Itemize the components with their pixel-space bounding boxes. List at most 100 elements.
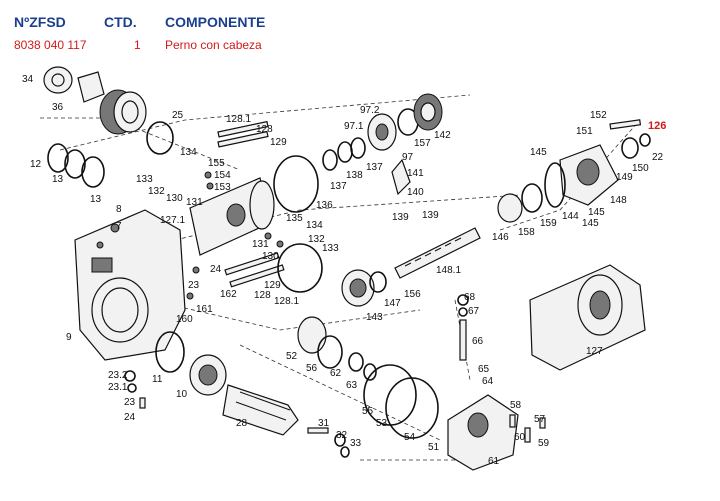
label-148: 148 [610,195,627,206]
part-bearing-52 [297,316,377,381]
label-23-1: 23.1 [108,382,128,393]
label-126-highlighted: 126 [648,120,666,132]
label-23: 23 [188,280,200,291]
label-33: 33 [350,438,362,449]
label-24: 24 [210,264,222,275]
label-127: 127 [586,346,603,357]
part-rings-12-13 [47,143,105,188]
label-161: 161 [196,304,213,315]
label-11: 11 [152,374,163,385]
label-58: 58 [510,400,522,411]
part-nut-34 [43,66,73,94]
label-130: 130 [262,251,279,262]
label-141: 141 [407,168,424,179]
label-134: 134 [180,147,197,158]
label-128: 128 [254,290,271,301]
label-97: 97 [402,152,414,163]
label-97-2: 97.2 [360,105,380,116]
label-147: 147 [384,298,401,309]
label-97-1: 97.1 [344,121,364,132]
header-component: COMPONENTE [165,14,266,30]
label-142: 142 [434,130,451,141]
label-24: 24 [124,412,136,423]
label-132: 132 [148,186,165,197]
label-66: 66 [472,336,484,347]
part-rings-137-138 [322,137,366,171]
label-143: 143 [366,312,383,323]
part-cover-51 [447,394,519,471]
label-22: 22 [652,152,664,163]
label-128: 128 [256,124,273,135]
label-146: 146 [492,232,509,243]
label-136: 136 [316,200,333,211]
label-67: 67 [468,306,480,317]
label-137: 137 [366,162,383,173]
label-56: 56 [306,363,318,374]
label-145: 145 [530,147,547,158]
part-shaft-28 [222,384,299,436]
part-plugs-23 [124,370,146,409]
label-12: 12 [30,159,42,170]
label-131: 131 [186,197,203,208]
label-130: 130 [166,193,183,204]
label-162: 162 [220,289,237,300]
row-part-number[interactable]: 8038 040 117 [14,38,87,52]
row-component[interactable]: Perno con cabeza [165,38,262,52]
label-153: 153 [214,182,231,193]
label-13: 13 [52,174,64,185]
label-149: 149 [616,172,633,183]
label-138: 138 [346,170,363,181]
label-145: 145 [588,207,605,218]
part-housing-9 [74,209,186,361]
label-160: 160 [176,314,193,325]
label-36: 36 [52,102,64,113]
label-139: 139 [392,212,409,223]
part-rails-128 [217,120,285,288]
label-64: 64 [482,376,494,387]
label-134: 134 [306,220,323,231]
part-housing-127 [529,264,646,371]
label-65: 65 [478,364,490,375]
label-151: 151 [576,126,593,137]
label-150: 150 [632,163,649,174]
label-145: 145 [582,218,599,229]
label-159: 159 [540,218,557,229]
label-128-1: 128.1 [226,114,251,125]
part-lever-140 [391,158,411,196]
label-129: 129 [270,137,287,148]
label-60: 60 [514,432,526,443]
label-51: 51 [428,442,440,453]
label-129: 129 [264,280,281,291]
label-57: 57 [534,414,546,425]
part-valve-66 [457,294,469,361]
label-157: 157 [414,138,431,149]
label-127-1: 127.1 [160,215,185,226]
label-53: 53 [376,418,388,429]
label-9: 9 [66,332,72,343]
label-137: 137 [330,181,347,192]
part-screws-57 [509,414,546,443]
label-152: 152 [590,110,607,121]
label-34: 34 [22,74,34,85]
label-54: 54 [404,432,416,443]
part-pin-31 [307,427,350,458]
part-rings-55 [363,364,439,439]
part-bolt-126 [609,119,651,159]
label-13: 13 [90,194,102,205]
label-59: 59 [538,438,550,449]
label-156: 156 [404,289,421,300]
label-10: 10 [176,389,188,400]
part-ring-11 [155,331,185,373]
assembly-guide-lines [40,94,641,461]
label-135: 135 [286,213,303,224]
label-8: 8 [116,204,122,215]
label-154: 154 [214,170,231,181]
label-133: 133 [136,174,153,185]
label-158: 158 [518,227,535,238]
label-144: 144 [562,211,579,222]
label-128-1: 128.1 [274,296,299,307]
label-23-2: 23.2 [108,370,128,381]
label-139: 139 [422,210,439,221]
label-28: 28 [236,418,248,429]
